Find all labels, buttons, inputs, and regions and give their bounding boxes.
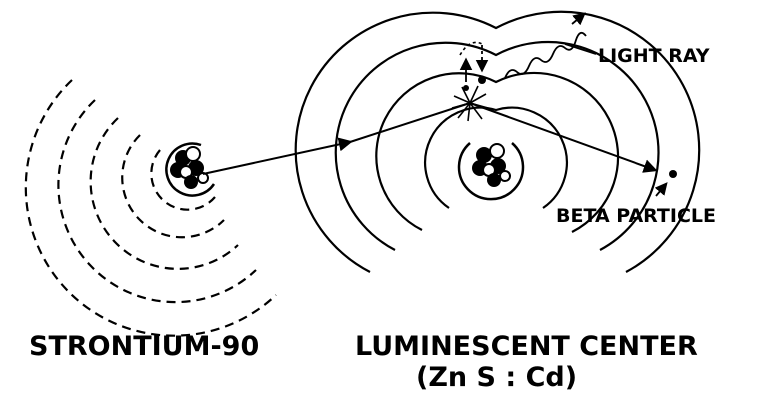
beta-particle-pointer bbox=[656, 184, 666, 196]
light-ray-wave bbox=[505, 33, 586, 78]
strontium-ring-5 bbox=[26, 80, 276, 336]
strontium-ring-4 bbox=[58, 100, 256, 302]
light-ray-label: LIGHT RAY bbox=[598, 45, 710, 67]
trajectory-segment-1 bbox=[203, 142, 350, 174]
trajectory-segment-2 bbox=[350, 103, 470, 142]
strontium-wave-rings bbox=[26, 80, 276, 336]
beta-trajectory bbox=[203, 103, 655, 174]
excited-electron bbox=[463, 85, 469, 91]
strontium-label: STRONTIUM-90 bbox=[29, 331, 259, 362]
luminescent-center-label: LUMINESCENT CENTER bbox=[355, 331, 698, 362]
strontium-nucleus bbox=[166, 144, 214, 196]
beta-particle bbox=[656, 170, 677, 196]
collision-burst bbox=[452, 86, 488, 121]
strontium-ring-3 bbox=[91, 118, 238, 269]
beta-particle-label: BETA PARTICLE bbox=[556, 205, 716, 227]
luminescent-nucleus bbox=[459, 143, 523, 199]
formula-label: (Zn S : Cd) bbox=[416, 362, 577, 390]
beta-particle-dot bbox=[669, 170, 677, 178]
ground-electron bbox=[478, 76, 486, 84]
light-ray-arrow bbox=[572, 14, 584, 24]
